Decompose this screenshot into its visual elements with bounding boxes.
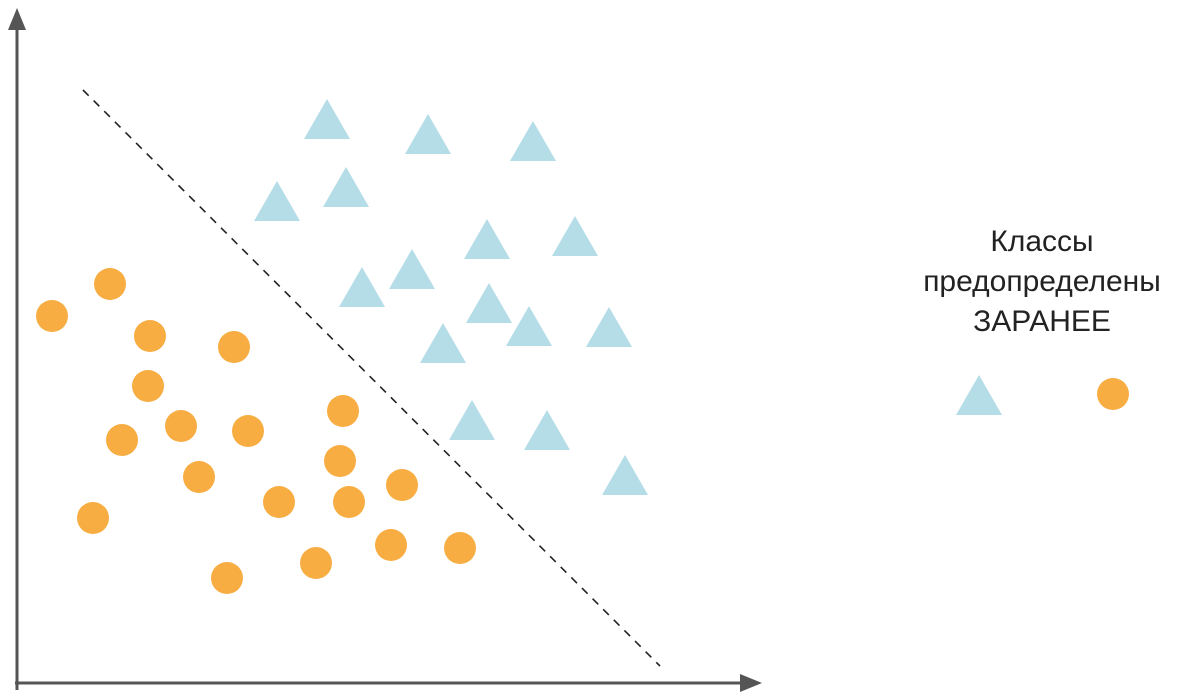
decision-boundary [82,89,661,667]
triangle-point [389,249,435,289]
triangle-point [464,219,510,259]
circle-point [444,532,476,564]
legend-triangle-icon [956,375,1002,415]
circle-point [218,331,250,363]
triangle-point [510,121,556,161]
caption-line: предопределены [923,265,1161,298]
circle-point [132,370,164,402]
circle-point [300,547,332,579]
circle-point [263,486,295,518]
triangle-point [420,323,466,363]
legend-circle-icon [1097,378,1129,410]
circle-point [232,415,264,447]
y-axis-arrow-icon [8,8,26,30]
circle-point [211,562,243,594]
triangle-point [586,307,632,347]
triangle-point [466,283,512,323]
x-axis-arrow-icon [740,674,762,692]
caption-line: Классы [990,225,1094,258]
triangle-point [304,99,350,139]
circle-point [77,502,109,534]
circle-point [324,445,356,477]
circle-point [36,300,68,332]
circle-point [134,320,166,352]
y-axis [8,8,26,690]
circle-point [165,410,197,442]
triangle-point [552,216,598,256]
triangle-point [524,410,570,450]
triangle-point [405,114,451,154]
circle-point [333,486,365,518]
circle-point [106,424,138,456]
triangle-point [323,167,369,207]
circle-point [183,461,215,493]
triangle-point [602,455,648,495]
triangle-point [506,306,552,346]
circle-point [94,268,126,300]
triangle-point [254,181,300,221]
circle-point [327,395,359,427]
triangle-point [449,400,495,440]
triangle-point [339,267,385,307]
circle-point [375,529,407,561]
caption-line: ЗАРАНЕЕ [973,305,1111,338]
data-points [36,99,648,594]
legend-caption: Классы предопределены ЗАРАНЕЕ [880,222,1200,342]
circle-point [386,469,418,501]
x-axis [15,674,762,692]
